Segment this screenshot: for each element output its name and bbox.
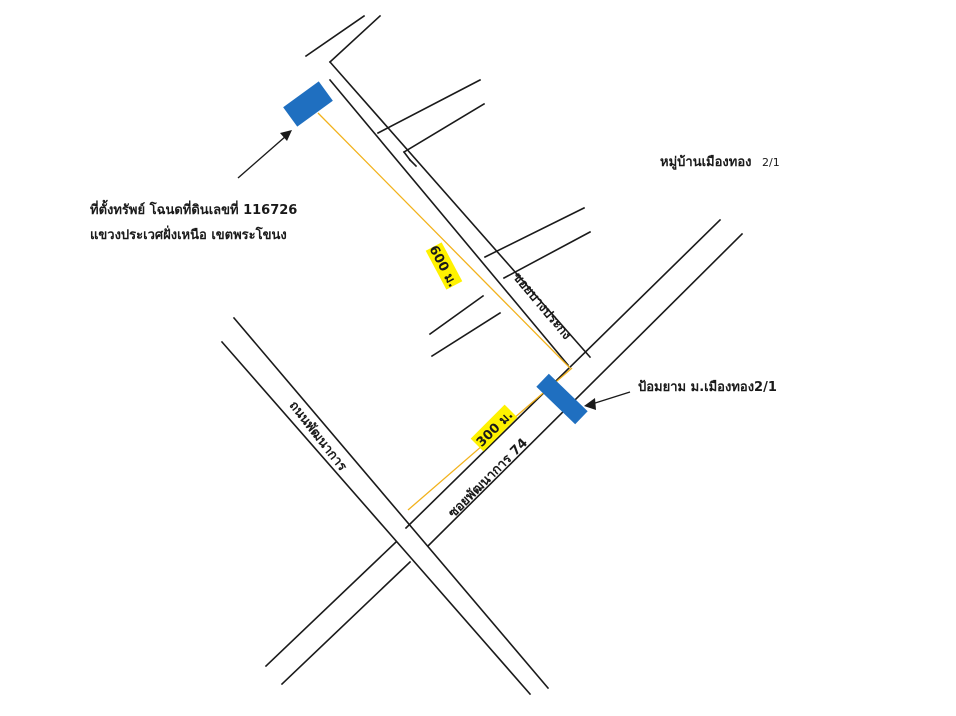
village-label-text: หมู่บ้านเมืองทอง 2/1 (660, 154, 780, 170)
top-branch-short-stub (402, 150, 412, 162)
left-branch-upper-edge (428, 294, 485, 336)
distance-lines (317, 112, 573, 511)
distance-label-300: 300 ม. (470, 404, 518, 452)
property-arrow-head (280, 130, 292, 141)
distance-label-300-text: 300 ม. (474, 408, 517, 451)
road-label-soi-74: ซอยพัฒนาการ 74 (446, 436, 531, 521)
village-label: หมู่บ้านเมืองทอง 2/1 (660, 154, 780, 170)
guard-post-arrow-shaft (591, 391, 631, 405)
top-branch-upper-edge (376, 78, 482, 135)
mid-branch-right-lower (502, 230, 592, 280)
soi-74-upper-edge (404, 218, 722, 530)
road-label-thanon-phatthanakan-text: ถนนพัฒนาการ (286, 398, 350, 474)
bottom-left-road-lower-edge (280, 560, 412, 686)
guard-post-marker-rect (536, 373, 588, 425)
guard-post-label-text: ป้อมยาม ม.เมืองทอง2/1 (638, 379, 777, 395)
thanon-phatthanakan-lower-edge (220, 340, 532, 696)
distance-line-600 (317, 112, 571, 369)
soi-74-lower-edge (426, 232, 744, 548)
left-branch-lower-edge (430, 311, 502, 358)
thanon-phatthanakan-upper-edge (232, 316, 550, 690)
guard-post-marker (536, 373, 588, 425)
top-stub-right-edge (328, 14, 382, 64)
distance-label-300-bg (470, 404, 518, 452)
mid-branch-right-upper (483, 206, 586, 259)
village-label-number: 2/1 (762, 156, 780, 169)
bottom-left-road-upper-edge (264, 540, 398, 668)
distance-label-600-text: 600 ม. (425, 243, 459, 290)
property-arrow (237, 130, 292, 179)
property-arrow-shaft (237, 135, 287, 179)
property-marker (283, 81, 333, 127)
guard-post-arrow (584, 391, 631, 410)
distance-label-600: 600 ม. (425, 242, 463, 290)
top-branch-lower-edge (402, 102, 486, 154)
road-label-soi-74-text: ซอยพัฒนาการ 74 (446, 436, 531, 521)
soi-bang-prakong-left-edge (328, 78, 570, 367)
roads (220, 14, 744, 696)
mid-branch-upper-edge (408, 158, 418, 168)
property-marker-rect (283, 81, 333, 127)
guard-post-arrow-head (584, 398, 596, 410)
property-note-line2: แขวงประเวศฝั่งเหนือ เขตพระโขนง (90, 225, 287, 243)
top-stub-left-edge (304, 14, 366, 58)
road-label-thanon-phatthanakan: ถนนพัฒนาการ (286, 398, 350, 474)
distance-label-600-bg (425, 242, 463, 290)
property-note-line1: ที่ตั้งทรัพย์ โฉนดที่ดินเลขที่ 116726 (90, 199, 297, 218)
property-note: ที่ตั้งทรัพย์ โฉนดที่ดินเลขที่ 116726 แข… (90, 199, 297, 243)
soi-bang-prakong-right-edge (328, 60, 592, 359)
guard-post-label: ป้อมยาม ม.เมืองทอง2/1 (638, 379, 777, 395)
village-label-name: หมู่บ้านเมืองทอง (660, 154, 751, 170)
